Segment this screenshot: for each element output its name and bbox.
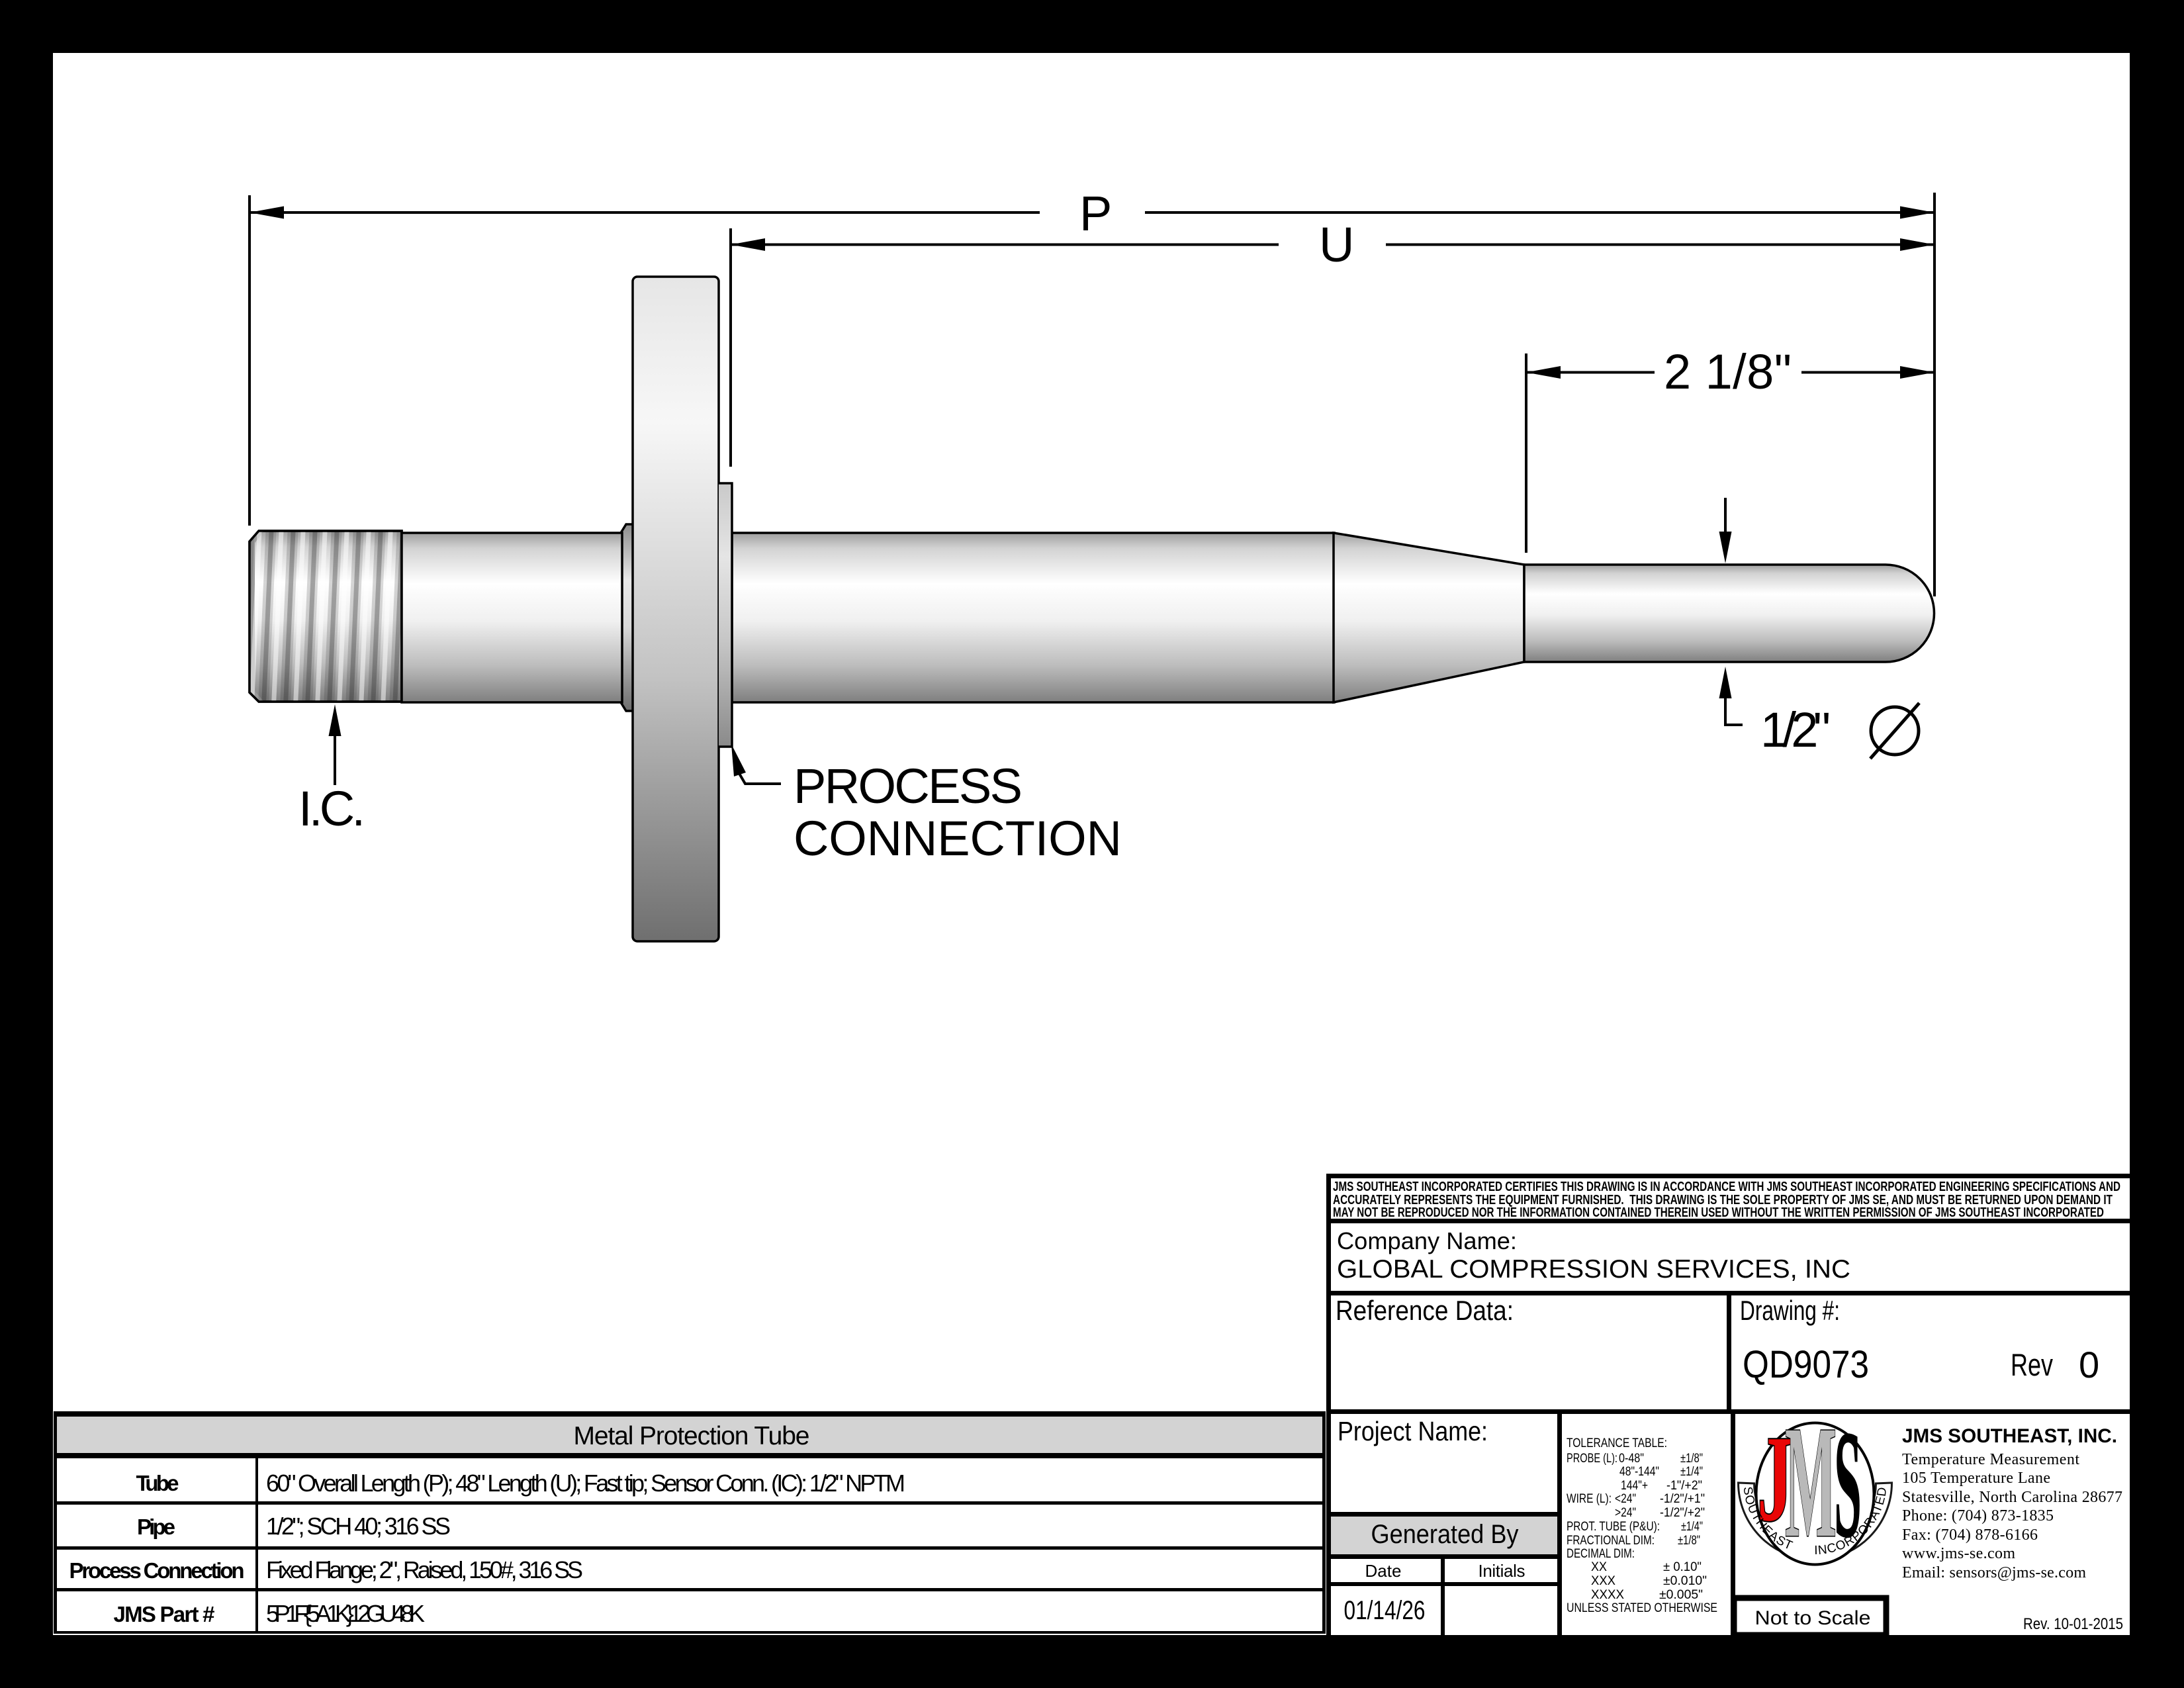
svg-text:Rev: Rev [2011,1347,2053,1382]
svg-text:Project Name:: Project Name: [1338,1416,1488,1446]
svg-text:JMS SOUTHEAST INCORPORATED CER: JMS SOUTHEAST INCORPORATED CERTIFIES THI… [1333,1180,2120,1194]
svg-text:QD9073: QD9073 [1743,1343,1869,1386]
svg-text:Date: Date [1365,1561,1402,1581]
svg-text:PROCESS: PROCESS [794,759,1023,814]
svg-text:-1"/+2": -1"/+2" [1666,1479,1702,1493]
svg-text:XXXX: XXXX [1591,1588,1624,1602]
svg-text:J: J [1757,1411,1793,1547]
svg-text:Fax: (704) 878-6166: Fax: (704) 878-6166 [1902,1526,2038,1544]
svg-text:ACCURATELY REPRESENTS THE EQUI: ACCURATELY REPRESENTS THE EQUIPMENT FURN… [1333,1193,2113,1207]
svg-text:Reference Data:: Reference Data: [1336,1295,1514,1326]
svg-text:XXX: XXX [1591,1574,1615,1588]
svg-text:Rev. 10-01-2015: Rev. 10-01-2015 [2023,1615,2123,1633]
svg-text:±1/4": ±1/4" [1681,1520,1703,1534]
svg-text:<24": <24" [1615,1492,1636,1506]
svg-text:Temperature Measurement: Temperature Measurement [1902,1451,2079,1468]
svg-text:S: S [1834,1400,1861,1570]
svg-text:P: P [1079,186,1112,241]
svg-text:Tube: Tube [136,1471,179,1495]
svg-text:0-48": 0-48" [1619,1452,1644,1466]
svg-text:Initials: Initials [1479,1561,1525,1581]
svg-text:Drawing #:: Drawing #: [1740,1295,1840,1326]
svg-text:0: 0 [2079,1344,2099,1385]
svg-text:60" Overall Length (P); 48" Le: 60" Overall Length (P); 48" Length (U); … [266,1470,905,1497]
svg-text:www.jms-se.com: www.jms-se.com [1902,1545,2015,1562]
svg-text:±0.005": ±0.005" [1659,1588,1703,1602]
svg-text:MAY NOT BE REPRODUCED NOR THE: MAY NOT BE REPRODUCED NOR THE INFORMATIO… [1333,1205,2104,1220]
svg-text:±1/4": ±1/4" [1680,1465,1703,1479]
svg-text:1/2": 1/2" [1760,702,1831,757]
svg-text:5P1F{5A1K}12GU48K: 5P1F{5A1K}12GU48K [266,1600,425,1627]
svg-text:GLOBAL COMPRESSION SERVICES, I: GLOBAL COMPRESSION SERVICES, INC [1337,1255,1850,1284]
svg-text:U: U [1319,217,1354,272]
svg-text:48"-144": 48"-144" [1619,1465,1659,1479]
svg-text:Not to Scale: Not to Scale [1755,1607,1871,1629]
svg-text:± 0.10": ± 0.10" [1663,1560,1702,1574]
svg-text:±0.010": ±0.010" [1663,1574,1707,1588]
svg-text:DECIMAL DIM:: DECIMAL DIM: [1567,1547,1635,1561]
svg-text:Generated By: Generated By [1371,1520,1519,1549]
svg-text:>24": >24" [1615,1506,1636,1520]
svg-text:XX: XX [1591,1560,1607,1574]
svg-text:JMS Part #: JMS Part # [114,1602,215,1626]
svg-text:±1/8": ±1/8" [1680,1452,1703,1466]
svg-text:Fixed Flange; 2", Raised, 150#: Fixed Flange; 2", Raised, 150#, 316 SS [266,1556,583,1583]
svg-text:PROT. TUBE (P&U):: PROT. TUBE (P&U): [1567,1520,1660,1534]
svg-text:JMS SOUTHEAST, INC.: JMS SOUTHEAST, INC. [1902,1425,2117,1447]
svg-text:Process Connection: Process Connection [69,1558,245,1583]
svg-text:144"+: 144"+ [1621,1479,1648,1493]
svg-text:1/2"; SCH 40; 316 SS: 1/2"; SCH 40; 316 SS [266,1513,451,1540]
svg-text:M: M [1785,1393,1837,1571]
svg-text:WIRE (L):: WIRE (L): [1567,1492,1612,1506]
svg-text:-1/2"/+2": -1/2"/+2" [1660,1506,1705,1520]
svg-text:Pipe: Pipe [137,1515,175,1539]
svg-text:I.C.: I.C. [298,781,365,836]
svg-text:TOLERANCE TABLE:: TOLERANCE TABLE: [1567,1436,1667,1450]
svg-text:Email: sensors@jms-se.com: Email: sensors@jms-se.com [1902,1564,2086,1581]
svg-text:FRACTIONAL DIM:: FRACTIONAL DIM: [1567,1534,1655,1548]
svg-text:UNLESS STATED OTHERWISE: UNLESS STATED OTHERWISE [1567,1601,1717,1615]
svg-text:Company Name:: Company Name: [1337,1227,1517,1254]
svg-text:±1/8": ±1/8" [1678,1534,1700,1548]
svg-text:105 Temperature Lane: 105 Temperature Lane [1902,1470,2050,1487]
svg-text:Metal Protection Tube: Metal Protection Tube [574,1422,810,1450]
svg-text:CONNECTION: CONNECTION [794,811,1122,866]
svg-text:2 1/8": 2 1/8" [1664,344,1792,399]
svg-text:Statesville, North Carolina 28: Statesville, North Carolina 28677 [1902,1489,2122,1506]
svg-text:01/14/26: 01/14/26 [1344,1596,1426,1625]
svg-text:-1/2"/+1": -1/2"/+1" [1660,1492,1705,1506]
svg-text:Phone: (704) 873-1835: Phone: (704) 873-1835 [1902,1507,2054,1524]
svg-text:PROBE (L):: PROBE (L): [1567,1452,1617,1466]
